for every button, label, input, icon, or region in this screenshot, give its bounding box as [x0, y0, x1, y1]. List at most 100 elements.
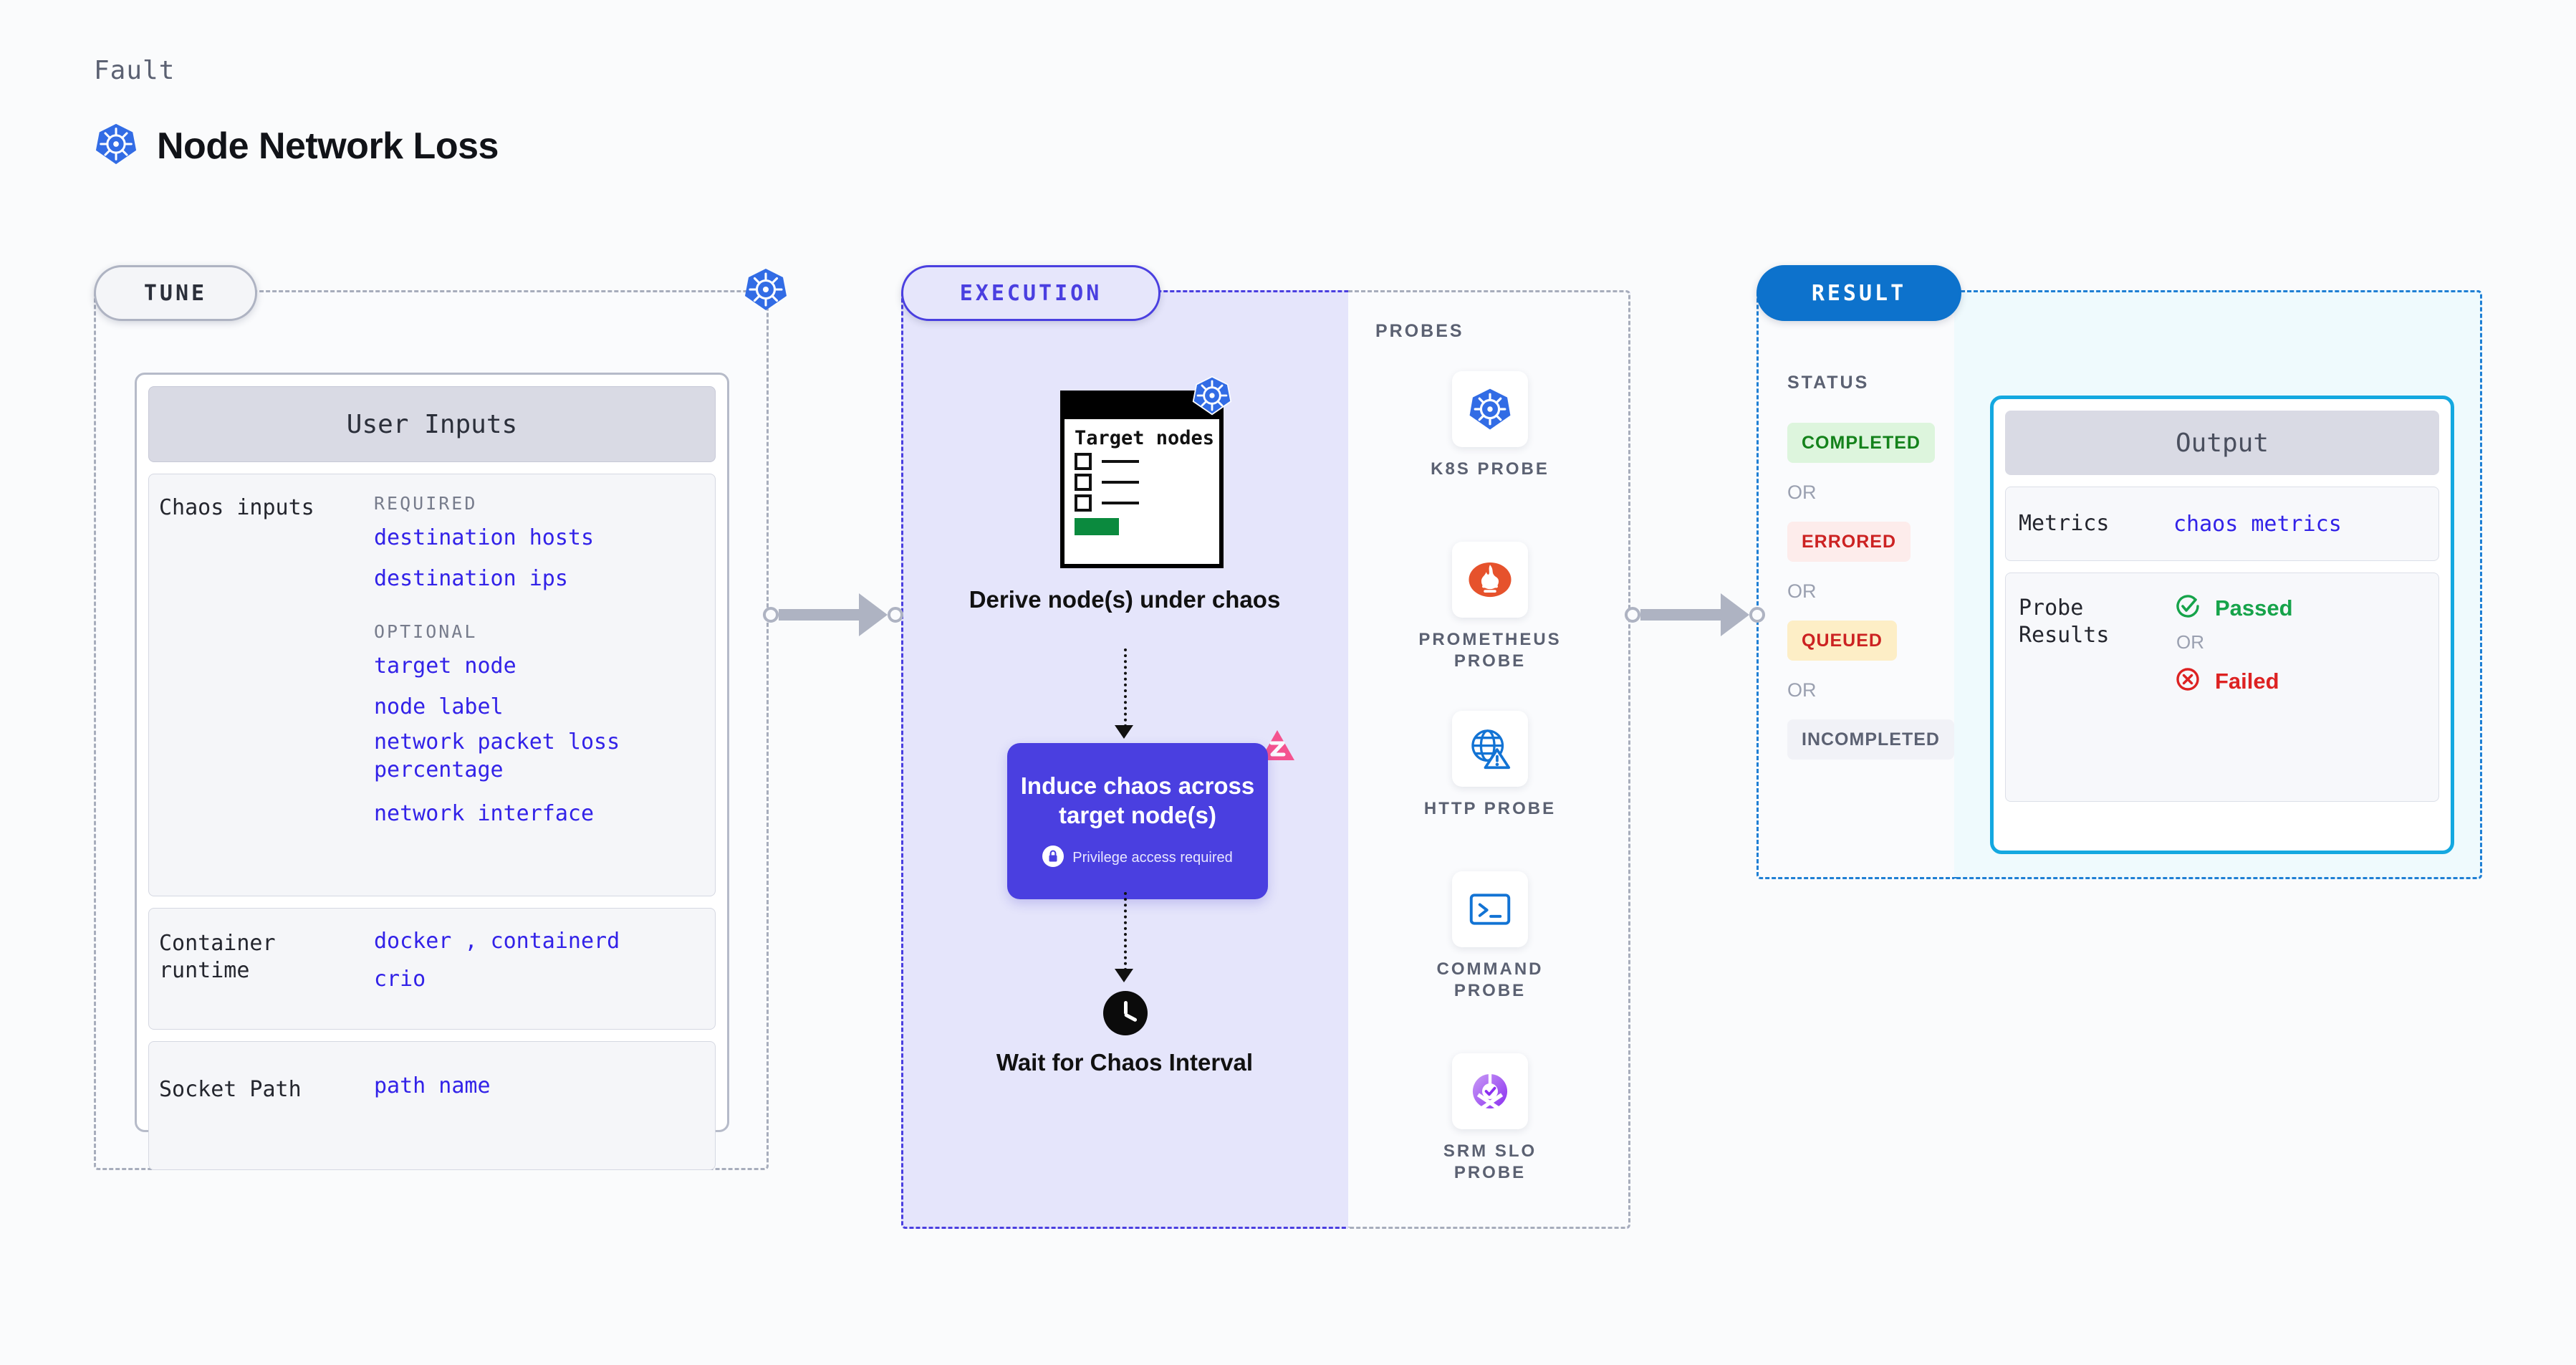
input-target-node[interactable]: target node	[374, 653, 516, 679]
runtime-options-line1[interactable]: docker , containerd	[374, 927, 705, 955]
flow-connector-line	[1124, 648, 1127, 727]
globe-warning-icon	[1452, 711, 1528, 787]
status-badge-queued: QUEUED	[1787, 621, 1897, 661]
probe-result-passed: Passed	[2173, 592, 2293, 624]
probe-item-prometheus[interactable]: PROMETHEUS PROBE	[1418, 542, 1562, 672]
probe-item-k8s[interactable]: K8S PROBE	[1418, 371, 1562, 480]
connector-dot-left	[763, 607, 779, 623]
tune-row-values: docker , containerd crio	[374, 927, 705, 993]
privilege-note-text: Privilege access required	[1072, 849, 1233, 866]
kubernetes-icon	[1191, 375, 1233, 416]
checklist-item	[1064, 449, 1219, 471]
probe-result-failed: Failed	[2173, 665, 2293, 697]
clock-minute-hand	[1123, 1012, 1138, 1022]
input-network-packet-loss-percentage[interactable]: network packet loss percentage	[374, 729, 620, 782]
required-label: REQUIRED	[374, 493, 478, 514]
progress-bar-indicator	[1075, 518, 1119, 536]
line-placeholder	[1102, 460, 1139, 464]
output-header: Output	[2005, 411, 2439, 475]
clock-icon	[1103, 991, 1148, 1035]
connector-bar	[1640, 609, 1721, 621]
checkbox-icon	[1075, 494, 1092, 512]
output-row-label: Metrics	[2019, 511, 2110, 536]
execution-flow: Target nodes Derive node(s) under chaos	[901, 290, 1348, 1229]
tune-row-values: path name	[374, 1060, 705, 1100]
induce-chaos-title: Induce chaos across target node(s)	[1020, 772, 1255, 828]
probe-label: HTTP PROBE	[1423, 799, 1557, 818]
output-row-probe-results: Probe Results Passed OR	[2005, 573, 2439, 802]
probe-label: SRM SLO PROBE	[1443, 1141, 1537, 1182]
connector-dot-right	[1749, 607, 1765, 623]
induce-chaos-node[interactable]: Induce chaos across target node(s) Privi…	[1007, 743, 1268, 899]
lock-icon	[1042, 845, 1064, 871]
page-title-row: Node Network Loss	[94, 122, 499, 170]
runtime-containerd[interactable]: containerd	[490, 929, 620, 954]
output-row-metrics: Metrics chaos metrics	[2005, 487, 2439, 561]
connector-tune-to-execution	[763, 593, 903, 636]
runtime-docker[interactable]: docker	[374, 929, 452, 954]
probe-item-srm-slo[interactable]: SRM SLO PROBE	[1418, 1053, 1562, 1184]
tune-row-label: Container runtime	[159, 931, 276, 983]
tune-row-socket-path: Socket Path path name	[148, 1041, 716, 1170]
tune-row-label: Chaos inputs	[159, 495, 314, 520]
stage-pill-result[interactable]: RESULT	[1756, 265, 1961, 321]
check-circle-icon	[2173, 592, 2202, 624]
connector-dot-left	[1625, 607, 1640, 623]
page-title: Node Network Loss	[157, 125, 499, 167]
status-badge-errored: ERRORED	[1787, 522, 1911, 562]
probe-passed-label: Passed	[2215, 595, 2293, 621]
output-metrics-value[interactable]: chaos metrics	[2173, 511, 2342, 537]
status-or-label: OR	[1787, 580, 1817, 602]
status-or-label: OR	[1787, 679, 1817, 701]
page-eyebrow: Fault	[94, 56, 176, 85]
connector-arrowhead	[859, 593, 888, 636]
checkbox-icon	[1075, 453, 1092, 471]
probe-label: COMMAND PROBE	[1436, 959, 1544, 1000]
tune-row-values: REQUIRED destination hosts destination i…	[374, 493, 705, 828]
input-destination-ips[interactable]: destination ips	[374, 566, 568, 591]
input-node-label[interactable]: node label	[374, 694, 504, 719]
output-card: Output Metrics chaos metrics Probe Resul…	[1990, 396, 2454, 854]
probes-title: PROBES	[1375, 321, 1464, 341]
probe-result-values: Passed OR Failed	[2173, 592, 2293, 704]
status-title: STATUS	[1787, 373, 1870, 393]
connector-bar	[779, 609, 859, 621]
probe-result-or-label: OR	[2176, 631, 2204, 653]
x-circle-icon	[2173, 665, 2202, 697]
connector-dot-right	[888, 607, 903, 623]
input-socket-path[interactable]: path name	[374, 1073, 491, 1098]
runtime-crio[interactable]: crio	[374, 967, 426, 992]
probe-item-command[interactable]: COMMAND PROBE	[1418, 871, 1562, 1002]
runtime-separator: ,	[464, 929, 478, 954]
target-nodes-title: Target nodes	[1075, 427, 1215, 449]
line-placeholder	[1102, 502, 1139, 505]
status-or-label: OR	[1787, 482, 1817, 503]
checklist-item	[1064, 470, 1219, 492]
tune-row-label: Socket Path	[159, 1077, 302, 1102]
probe-item-http[interactable]: HTTP PROBE	[1418, 711, 1562, 820]
litmus-chaos-icon	[1257, 727, 1297, 767]
step-caption-derive-nodes: Derive node(s) under chaos	[969, 586, 1281, 613]
probe-label: PROMETHEUS PROBE	[1418, 630, 1562, 671]
tune-row-chaos-inputs: Chaos inputs REQUIRED destination hosts …	[148, 474, 716, 896]
input-network-interface[interactable]: network interface	[374, 801, 595, 826]
probe-failed-label: Failed	[2215, 668, 2279, 694]
flow-connector-line	[1124, 892, 1127, 971]
checkbox-icon	[1075, 474, 1092, 492]
stage-pill-tune[interactable]: TUNE	[94, 265, 257, 321]
line-placeholder	[1102, 481, 1139, 484]
connector-arrowhead	[1721, 593, 1749, 636]
kubernetes-icon	[1452, 371, 1528, 447]
optional-label: OPTIONAL	[374, 621, 478, 642]
input-destination-hosts[interactable]: destination hosts	[374, 525, 595, 550]
connector-execution-to-result	[1625, 593, 1765, 636]
user-inputs-header: User Inputs	[148, 386, 716, 462]
tune-row-container-runtime: Container runtime docker , containerd cr…	[148, 908, 716, 1030]
kubernetes-icon	[743, 267, 789, 312]
clock-hour-hand	[1124, 1001, 1128, 1015]
output-row-label: Probe Results	[2019, 595, 2110, 648]
probe-label: K8S PROBE	[1431, 459, 1549, 479]
stage-pill-execution[interactable]: EXECUTION	[901, 265, 1160, 321]
status-badge-incompleted: INCOMPLETED	[1787, 719, 1954, 760]
privilege-note: Privilege access required	[1042, 845, 1233, 871]
